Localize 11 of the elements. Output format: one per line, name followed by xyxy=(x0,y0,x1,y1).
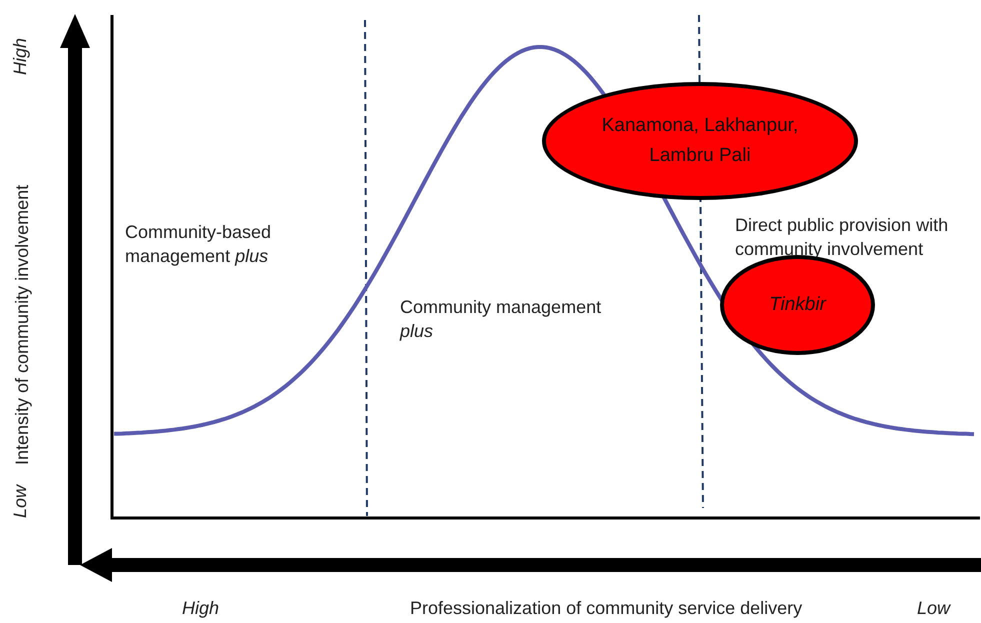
zone-label: Direct public provision with community involvement xyxy=(735,214,950,261)
axis-end-label: Low xyxy=(9,484,31,518)
zone-label: Community management plus xyxy=(400,296,602,343)
axis-end-label: High xyxy=(182,597,220,620)
axis-title: Professionalization of community service delivery xyxy=(410,597,804,620)
axis-end-label: High xyxy=(9,38,31,75)
ellipse-label: Kanamona, Lakhanpur, Lambru Pali xyxy=(600,114,800,168)
axis-title: Intensity of community involvement xyxy=(11,184,33,465)
axis-end-label: Low xyxy=(917,597,952,620)
zone-label: Community-based management plus xyxy=(125,221,272,268)
ellipse-label: Tinkbir xyxy=(769,293,826,317)
